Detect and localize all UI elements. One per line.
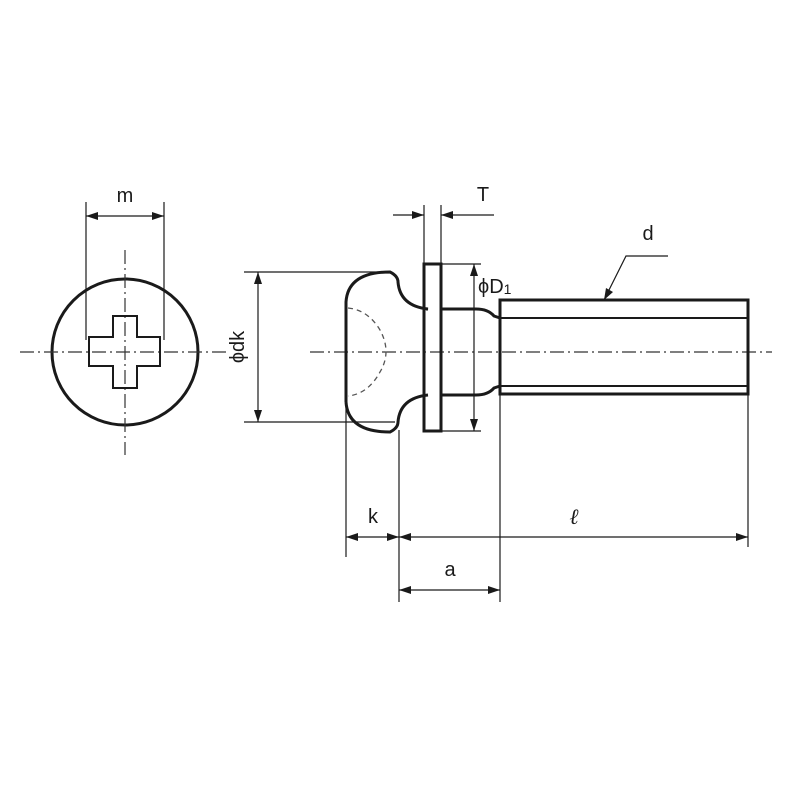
shank-upper	[441, 307, 501, 320]
screw-side-view: T d ϕD1 ϕdk k ℓ	[227, 184, 772, 602]
D1-label: ϕD1	[478, 276, 512, 298]
m-arrow-right	[152, 212, 164, 220]
a-arrow-right	[488, 586, 500, 594]
a-arrow-left	[399, 586, 411, 594]
d-arrow	[604, 288, 613, 300]
k-arrow-left	[346, 533, 358, 541]
d-label: d	[642, 223, 653, 245]
dk-label: ϕdk	[227, 330, 249, 363]
thread-major-outline	[498, 298, 750, 396]
head-end-view: m	[20, 185, 230, 455]
k-arrow-right	[387, 533, 399, 541]
T-arrow-left	[412, 211, 424, 219]
recess-hidden-line	[347, 307, 387, 397]
ell-arrow-right	[736, 533, 748, 541]
ell-label: ℓ	[569, 504, 579, 529]
dk-arrow-top	[254, 272, 262, 284]
D1-label-main: ϕD	[478, 276, 504, 298]
k-label: k	[368, 506, 379, 528]
a-label: a	[444, 559, 456, 581]
pan-head-outline	[344, 270, 429, 434]
phillips-cross-recess	[88, 315, 161, 389]
m-arrow-left	[86, 212, 98, 220]
ell-arrow-left	[399, 533, 411, 541]
T-label: T	[477, 184, 489, 206]
D1-label-subscript: 1	[504, 281, 512, 297]
T-arrow-right	[441, 211, 453, 219]
d-leader	[603, 255, 668, 301]
dk-arrow-bottom	[254, 410, 262, 422]
washer	[422, 262, 443, 433]
m-label: m	[117, 185, 134, 207]
D1-arrow-top	[470, 264, 478, 276]
shank-lower	[441, 384, 501, 397]
D1-arrow-bottom	[470, 419, 478, 431]
